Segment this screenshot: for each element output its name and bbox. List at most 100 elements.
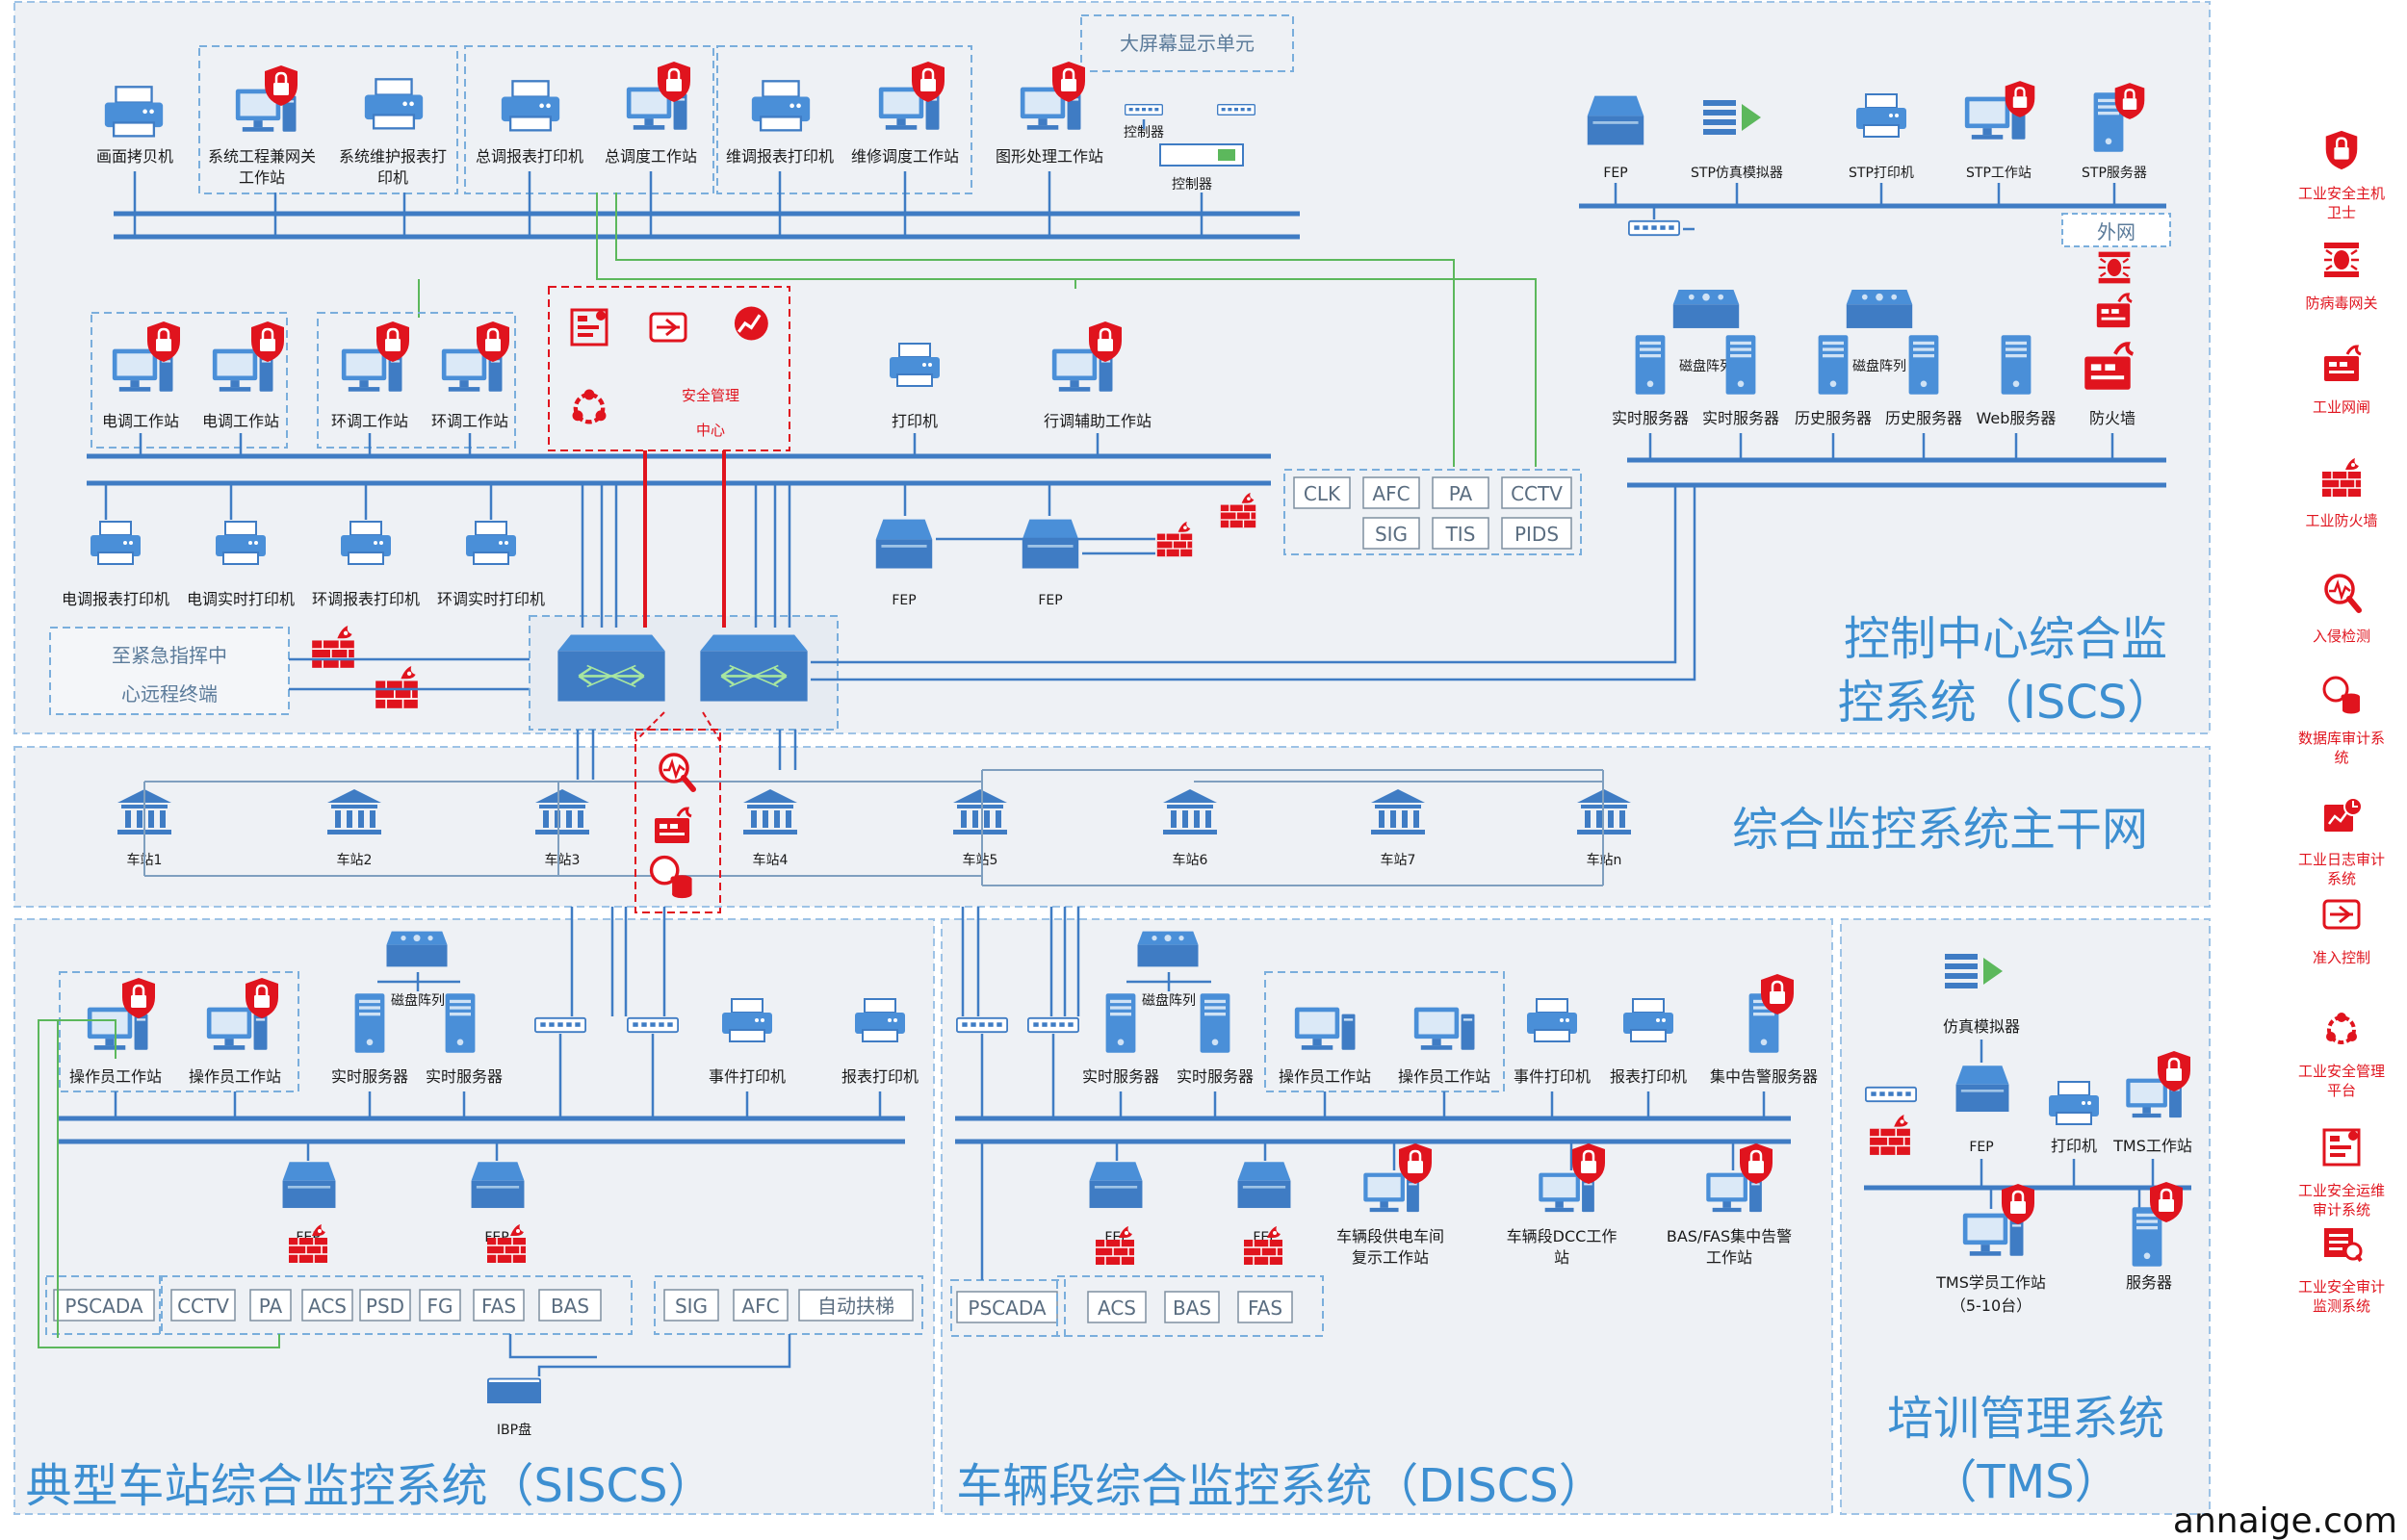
subsystem-box bbox=[1362, 517, 1420, 550]
subsystem-label: ACS bbox=[1098, 1296, 1136, 1320]
legend: 工业安全主机卫士防病毒网关工业网闸工业防火墙入侵检测数据库审计系统工业日志审计系… bbox=[2298, 129, 2385, 1315]
sys-maint-printer-label-1: 系统维护报表打 bbox=[339, 147, 447, 166]
discs-fep-icon bbox=[1089, 1162, 1143, 1209]
stp-printer-label: STP打印机 bbox=[1849, 165, 1914, 181]
sys-maint-printer-label-2: 印机 bbox=[377, 168, 408, 187]
siscs-op-ws-label-2: 操作员工作站 bbox=[189, 1067, 281, 1086]
web-server-icon bbox=[2001, 335, 2032, 395]
stp-ws-label: STP工作站 bbox=[1966, 166, 2032, 181]
pscada-label: PSCADA bbox=[968, 1296, 1046, 1320]
stp-server-label: STP服务器 bbox=[2082, 166, 2147, 181]
subsystem-label: ACS bbox=[308, 1295, 347, 1318]
audit-monitor-icon bbox=[2322, 1226, 2363, 1263]
printer-label: 打印机 bbox=[892, 412, 938, 430]
security-center-label-1: 安全管理 bbox=[682, 387, 739, 404]
disk-array-label-1: 磁盘阵列 bbox=[1679, 358, 1733, 374]
subsystem-box bbox=[1164, 1291, 1220, 1323]
ops-audit-icon bbox=[2322, 1128, 2361, 1167]
disk-array-icon bbox=[1137, 931, 1199, 967]
station-label: 车站6 bbox=[1173, 852, 1208, 868]
siscs-title: 典型车站综合监控系统（SISCS） bbox=[25, 1459, 713, 1513]
pscada-box bbox=[956, 1291, 1058, 1323]
rt-server-icon bbox=[445, 993, 476, 1053]
watermark: annaige.com bbox=[2173, 1502, 2397, 1540]
subsystem-box bbox=[538, 1289, 602, 1322]
controller-label-a: 控制器 bbox=[1124, 125, 1164, 141]
subsystem-label: BAS bbox=[1173, 1296, 1211, 1320]
stp-fep-icon bbox=[1587, 95, 1644, 145]
stp-switch-icon bbox=[1627, 219, 1681, 237]
aux-ws-label: 行调辅助工作站 bbox=[1044, 412, 1152, 430]
emergency-terminal-box bbox=[49, 627, 290, 715]
chief-report-printer-label: 总调报表打印机 bbox=[476, 147, 583, 166]
siscs-fep-icon bbox=[471, 1162, 525, 1209]
tms-student-ws-label-1: TMS学员工作站 bbox=[1935, 1273, 2046, 1292]
subsystem-box bbox=[663, 1289, 719, 1322]
fep-icon bbox=[875, 519, 933, 569]
subsystem-label: TIS bbox=[1445, 523, 1476, 546]
disk-array-icon bbox=[1846, 290, 1913, 328]
subsystem-box bbox=[1087, 1291, 1147, 1323]
subsystem-label: PIDS bbox=[1514, 523, 1559, 546]
tms-server-label: 服务器 bbox=[2126, 1273, 2172, 1292]
industrial-firewall-icon bbox=[2321, 457, 2362, 498]
security-center-box bbox=[548, 286, 790, 451]
subsystem-box bbox=[733, 1289, 789, 1322]
graphic-ws-label: 图形处理工作站 bbox=[996, 147, 1103, 166]
antivirus-gateway-icon bbox=[2097, 250, 2132, 285]
rt-server-label-1: 实时服务器 bbox=[1612, 409, 1689, 427]
rt-server-icon bbox=[1725, 335, 1756, 395]
maint-ws-label: 维修调度工作站 bbox=[851, 147, 959, 166]
security-management-icon bbox=[2324, 1011, 2359, 1044]
subsystem-label: CLK bbox=[1304, 482, 1341, 505]
tms-title-line1: 培训管理系统 bbox=[1887, 1392, 2164, 1446]
tms-fep-icon bbox=[1955, 1065, 2009, 1113]
subsystem-box bbox=[1432, 476, 1489, 509]
subsystem-box bbox=[419, 1289, 461, 1322]
sys-eng-ws-label-1: 系统工程兼网关 bbox=[208, 147, 316, 166]
subsystem-label: CCTV bbox=[1511, 482, 1563, 505]
iscs-title-line1: 控制中心综合监 bbox=[1844, 612, 2167, 666]
subsystem-label: CCTV bbox=[177, 1295, 229, 1318]
maint-report-printer-label: 维调报表打印机 bbox=[726, 147, 834, 166]
big-screen-label: 大屏幕显示单元 bbox=[1120, 32, 1255, 55]
emergency-label-1: 至紧急指挥中 bbox=[112, 644, 227, 667]
tms-title-line2: （TMS） bbox=[1930, 1455, 2120, 1509]
legend-label: 工业安全审计 bbox=[2298, 1278, 2385, 1296]
intrusion-detection-icon bbox=[2326, 576, 2359, 610]
shield-lock-icon bbox=[2324, 129, 2359, 171]
tms-printer-label: 打印机 bbox=[2051, 1137, 2097, 1155]
hist-server-label-1: 历史服务器 bbox=[1795, 409, 1872, 427]
security-center-label-2: 中心 bbox=[696, 422, 725, 439]
backbone-security-box bbox=[634, 729, 721, 913]
subsystem-label: AFC bbox=[741, 1295, 779, 1318]
firewall-label: 防火墙 bbox=[2089, 409, 2135, 427]
discs-op-ws-label-2: 操作员工作站 bbox=[1398, 1067, 1490, 1086]
env-ws-label-1: 环调工作站 bbox=[331, 412, 408, 430]
access-control-icon bbox=[2322, 899, 2361, 930]
discs-switch-icon bbox=[955, 1016, 1009, 1034]
iscs-title-line2: 控系统（ISCS） bbox=[1838, 676, 2174, 730]
subsystem-label: SIG bbox=[1375, 523, 1408, 546]
discs-fep-icon bbox=[1237, 1162, 1291, 1209]
chief-ws-label: 总调度工作站 bbox=[605, 147, 697, 166]
subsystem-label: BAS bbox=[551, 1295, 589, 1318]
disk-array-icon bbox=[386, 931, 448, 967]
sys-eng-ws-label-2: 工作站 bbox=[239, 168, 285, 187]
depot-dcc-ws-label-2: 站 bbox=[1554, 1248, 1569, 1267]
hist-server-icon bbox=[1908, 335, 1939, 395]
legend-label: 工业日志审计 bbox=[2298, 851, 2385, 868]
rt-server-label-2: 实时服务器 bbox=[1702, 409, 1779, 427]
legend-label: 卫士 bbox=[2327, 204, 2356, 221]
copy-machine-label: 画面拷贝机 bbox=[96, 147, 173, 166]
legend-label: 系统 bbox=[2327, 870, 2356, 887]
subsystem-label: FG bbox=[427, 1295, 453, 1318]
station-label: 车站7 bbox=[1381, 852, 1416, 868]
hist-server-label-2: 历史服务器 bbox=[1885, 409, 1962, 427]
backbone-panel bbox=[13, 746, 2211, 908]
legend-label: 入侵检测 bbox=[2313, 628, 2370, 645]
subsystem-label: PA bbox=[259, 1295, 283, 1318]
discs-alarm-server-label: 集中告警服务器 bbox=[1710, 1067, 1818, 1086]
